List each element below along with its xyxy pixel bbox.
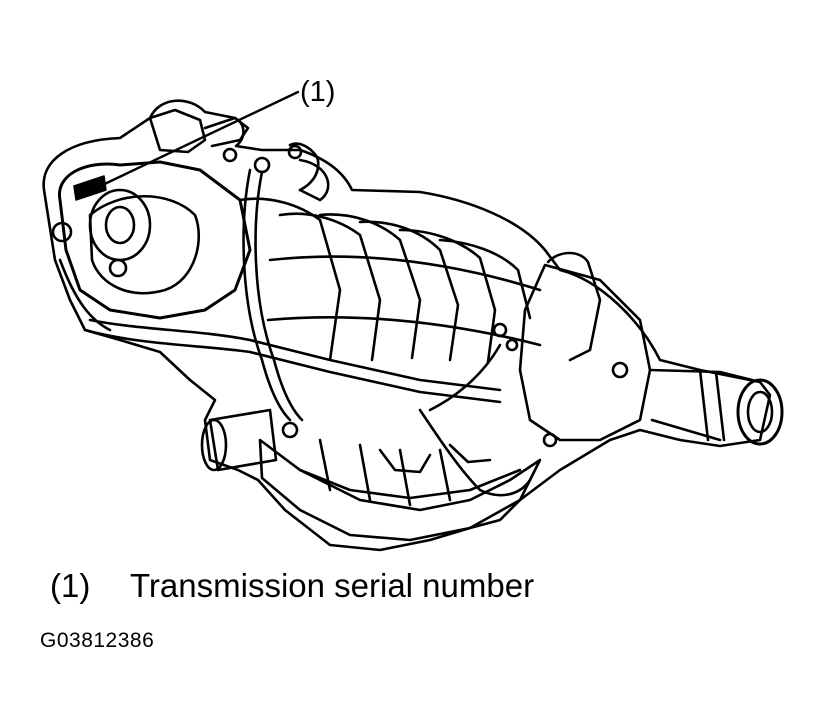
oil-pan-ribs — [318, 438, 452, 507]
left-rib — [58, 258, 112, 332]
lower-tube — [88, 318, 502, 392]
cooler-line-2 — [254, 170, 304, 422]
output-shaft-inner — [746, 390, 774, 434]
fitting-4 — [492, 322, 508, 338]
vent-hose — [418, 408, 532, 497]
bell-housing — [58, 160, 252, 320]
extension-housing — [518, 263, 652, 442]
output-shaft-seal — [736, 378, 784, 446]
callout-leader — [90, 90, 300, 192]
mount-bolt-lower — [108, 258, 128, 278]
fitting-3 — [281, 421, 299, 439]
legend-text: Transmission serial number — [130, 567, 535, 604]
cooler-line-3 — [298, 158, 330, 202]
case-ridge-6 — [438, 238, 532, 320]
serial-number-plate — [73, 175, 107, 201]
extension-band — [546, 251, 602, 362]
oil-filter-cap — [200, 418, 228, 472]
case-band-upper — [268, 255, 542, 292]
fitting-1 — [253, 156, 271, 174]
upper-flange — [203, 116, 250, 148]
bracket-bolt — [222, 147, 238, 163]
lower-tube-2 — [83, 328, 502, 404]
figure-id: G03812386 — [40, 629, 155, 652]
callout-label: (1) — [300, 76, 335, 108]
torque-converter-center — [104, 205, 136, 245]
mount-bolt-left — [51, 221, 73, 243]
cooler-line-4 — [288, 142, 320, 192]
case-ridge-2 — [278, 212, 382, 362]
legend-number: (1) — [50, 567, 91, 604]
case-ridge-1 — [238, 197, 342, 362]
case-band-lower — [266, 315, 542, 347]
fitting-2 — [287, 144, 303, 160]
upper-bracket — [148, 108, 207, 154]
rear-bolt-2 — [542, 432, 558, 448]
transmission-drawing: (1) — [42, 76, 784, 552]
oil-filter — [208, 408, 278, 472]
pan-flange — [298, 468, 522, 500]
fitting-5 — [505, 338, 519, 352]
cooler-line-1 — [242, 168, 292, 422]
legend: (1) Transmission serial number — [50, 566, 534, 606]
rear-collar — [698, 368, 726, 442]
rear-bolt-1 — [611, 361, 629, 379]
bell-housing-inner — [88, 194, 200, 295]
case-ridge-3 — [318, 213, 422, 360]
lower-detail — [378, 443, 492, 474]
